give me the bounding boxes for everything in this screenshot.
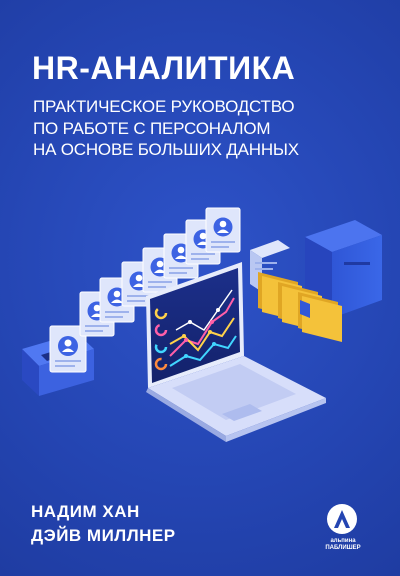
hr-analytics-illustration xyxy=(22,207,382,442)
profile-card-icon xyxy=(49,325,87,373)
subtitle-line: ПРАКТИЧЕСКОЕ РУКОВОДСТВО xyxy=(33,97,295,116)
subtitle-line: НА ОСНОВЕ БОЛЬШИХ ДАННЫХ xyxy=(33,140,299,159)
screen-chart-icon xyxy=(169,289,237,367)
publisher-name-line: ПАБЛИШЕР xyxy=(325,545,361,551)
profile-card-icon xyxy=(205,207,241,253)
author-name: ДЭЙВ МИЛЛНЕР xyxy=(31,526,176,545)
publisher-name: альпина ПАБЛИШЕР xyxy=(316,538,370,552)
folder-divider-icon xyxy=(300,300,310,318)
book-title: HR-АНАЛИТИКА xyxy=(32,50,296,86)
publisher-logo-icon xyxy=(327,504,357,534)
book-authors: НАДИМ ХАН ДЭЙВ МИЛЛНЕР xyxy=(31,500,176,548)
donut-gauge-icon xyxy=(154,306,168,371)
author-name: НАДИМ ХАН xyxy=(31,502,140,521)
subtitle-line: ПО РАБОТЕ С ПЕРСОНАЛОМ xyxy=(33,118,271,138)
publisher-name-line: альпина xyxy=(330,538,356,544)
book-subtitle: ПРАКТИЧЕСКОЕ РУКОВОДСТВО ПО РАБОТЕ С ПЕР… xyxy=(33,96,299,161)
